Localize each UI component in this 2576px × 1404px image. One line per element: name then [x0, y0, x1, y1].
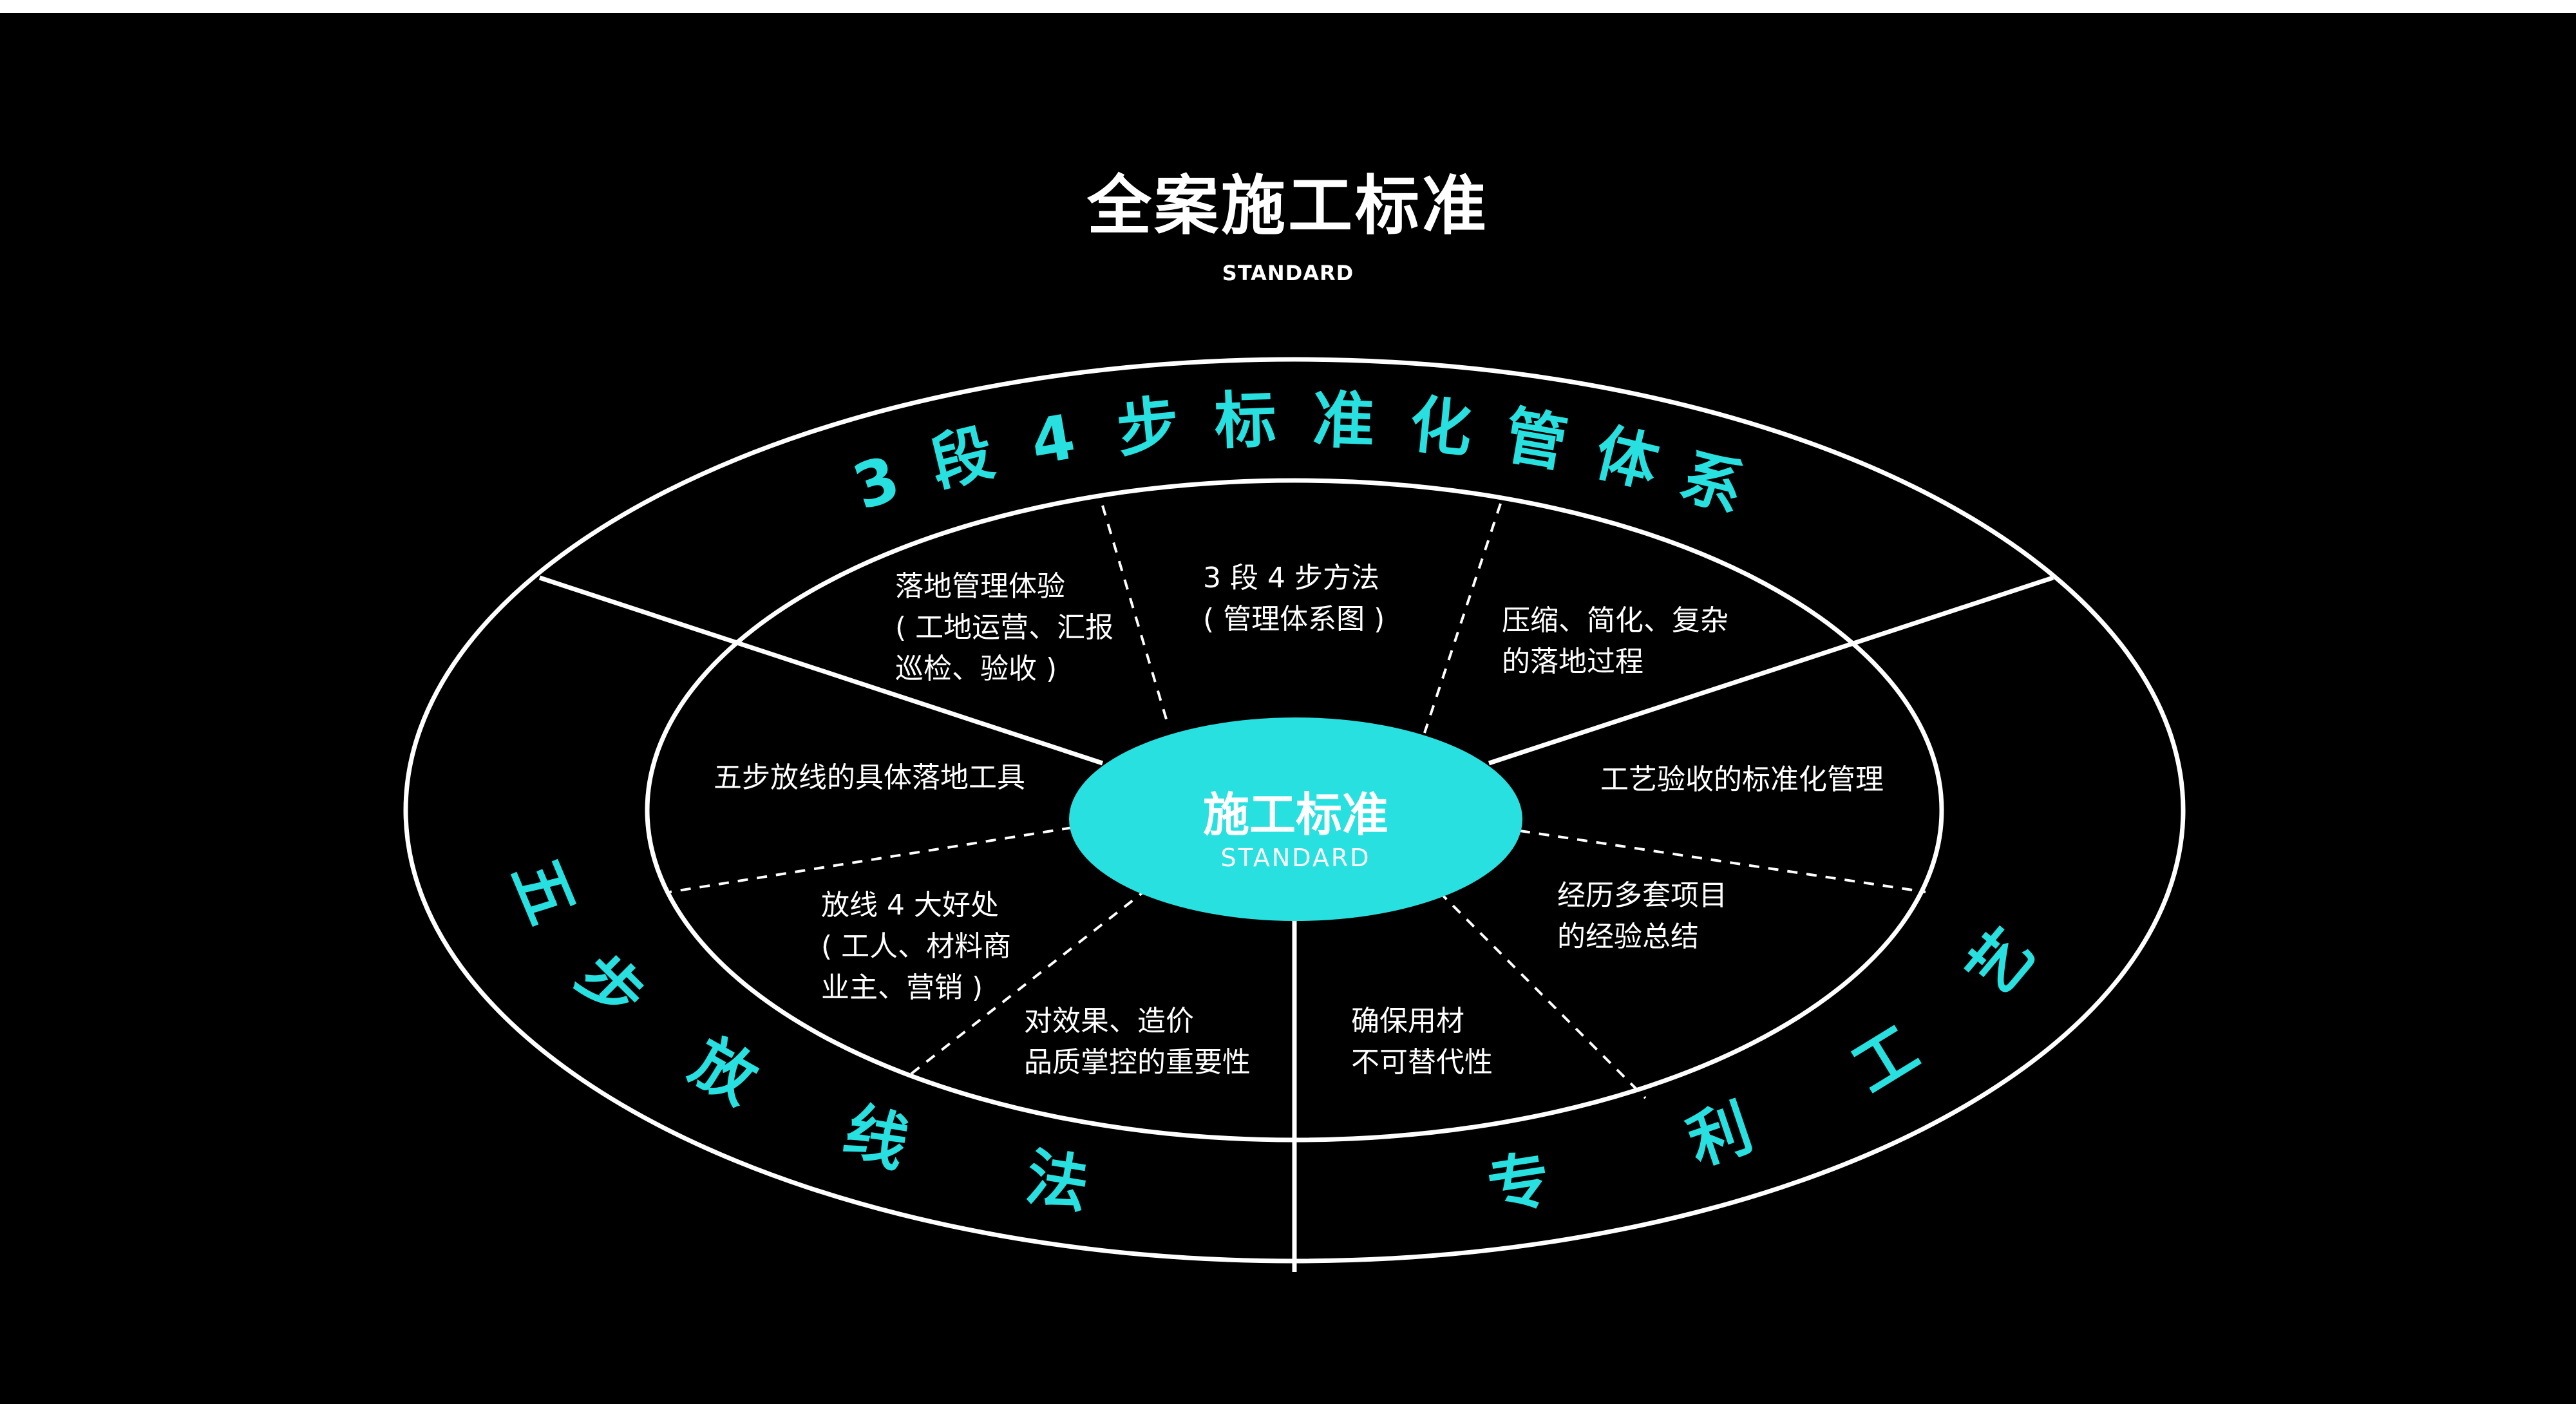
segment-line: ( 工地运营、汇报: [895, 611, 1113, 644]
segment-text-four-benefits: 放线 4 大好处 ( 工人、材料商 业主、营销 ): [821, 889, 1020, 1004]
ring-label-top-char: 管: [1499, 399, 1572, 480]
ring-label-top-char: 标: [1213, 384, 1278, 458]
segment-text-process-acceptance: 工艺验收的标准化管理: [1600, 763, 1884, 796]
center-subtitle: STANDARD: [1220, 844, 1370, 872]
segment-text-method: 3 段 4 步方法 ( 管理体系图 ): [1203, 562, 1388, 636]
ring-label-left-char: 法: [1021, 1141, 1094, 1222]
segment-text-compress: 压缩、简化、复杂 的落地过程: [1502, 604, 1738, 678]
segment-line: 压缩、简化、复杂: [1502, 604, 1728, 637]
ring-label-top-char: 系: [1672, 439, 1753, 527]
segment-text-materials: 确保用材 不可替代性: [1351, 1005, 1493, 1079]
ring-label-top-char: 体: [1588, 416, 1665, 501]
segment-line: 确保用材: [1351, 1005, 1464, 1038]
segment-line: 巡检、验收 ): [895, 652, 1057, 685]
dashed-divider-6: [1438, 891, 1647, 1099]
dashed-divider-2: [1423, 503, 1502, 734]
page-subtitle: STANDARD: [1222, 261, 1354, 285]
segment-line: ( 工人、材料商: [821, 930, 1011, 963]
segment-line: 不可替代性: [1351, 1046, 1493, 1079]
ring-label-top-char: 3: [845, 442, 909, 524]
ring-label-right-char: 工: [1840, 1012, 1930, 1106]
segment-line: 落地管理体验: [895, 570, 1065, 603]
segment-line: 经历多套项目: [1557, 879, 1727, 912]
segment-line: 3 段 4 步方法: [1203, 562, 1379, 594]
segment-text-five-step-tools: 五步放线的具体落地工具: [714, 761, 1025, 794]
ring-label-left-char: 五: [498, 849, 589, 934]
ring-label-left-char: 放: [679, 1025, 769, 1118]
segment-line: 的落地过程: [1502, 645, 1643, 678]
dashed-divider-1: [1101, 505, 1170, 728]
ring-label-top-char: 段: [923, 416, 1001, 501]
segment-line: 业主、营销 ): [821, 971, 983, 1004]
segment-text-management-experience: 落地管理体验 ( 工地运营、汇报 巡检、验收 ): [895, 570, 1122, 685]
ring-label-right-char: 艺: [1953, 916, 2049, 1009]
segment-line: 工艺验收的标准化管理: [1600, 763, 1884, 796]
segment-line: 的经验总结: [1557, 920, 1699, 953]
center-title: 施工标准: [1203, 788, 1388, 842]
ring-label-right-char: 专: [1482, 1143, 1555, 1224]
segment-line: 品质掌控的重要性: [1024, 1046, 1251, 1079]
segment-line: 五步放线的具体落地工具: [714, 761, 1025, 794]
dashed-divider-4: [904, 887, 1149, 1080]
segment-line: 放线 4 大好处: [821, 889, 999, 922]
ring-label-top-char: 4: [1026, 401, 1081, 479]
segment-text-cost-control: 对效果、造价 品质掌控的重要性: [1024, 1005, 1251, 1079]
dashed-divider-3: [669, 826, 1073, 893]
ring-label-right-char: 利: [1679, 1091, 1761, 1179]
center-hub: [1069, 717, 1522, 921]
divider-upper-right: [1488, 575, 2054, 766]
ring-label-top-char: 步: [1113, 388, 1182, 466]
ring-label-left-char: 线: [836, 1094, 917, 1181]
divider-upper-left: [538, 575, 1104, 766]
ring-label-top-char: 准: [1311, 384, 1376, 458]
page-title: 全案施工标准: [1087, 168, 1489, 243]
ring-label-top-char: 化: [1406, 388, 1475, 466]
segment-line: 对效果、造价: [1024, 1005, 1194, 1038]
ring-label-left-char: 步: [563, 940, 658, 1035]
segment-text-experience-summary: 经历多套项目 的经验总结: [1557, 879, 1736, 953]
segment-line: ( 管理体系图 ): [1203, 603, 1385, 636]
